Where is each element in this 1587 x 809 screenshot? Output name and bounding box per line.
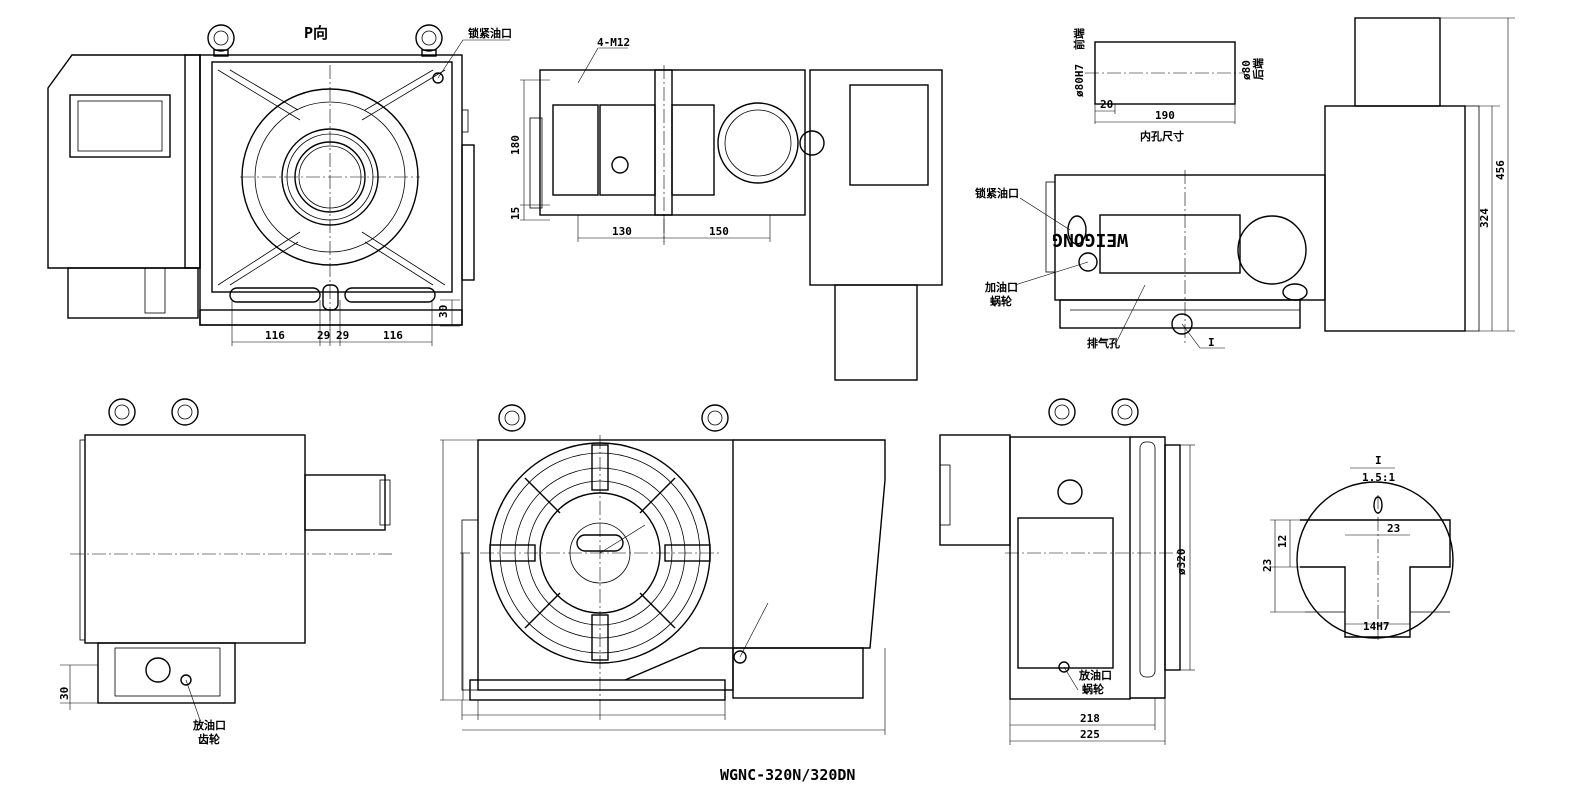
bore-dia-front: ø80H7	[1073, 64, 1086, 97]
dim-dia-320: ø320	[1175, 549, 1188, 576]
detail-dim-12: 12	[1276, 535, 1289, 548]
dim-29-left: 29	[317, 329, 330, 342]
view-top-right: WEIGONG 锁紧油口 加油口 蜗轮 排气孔 I 456 324	[975, 17, 1515, 350]
bore-detail: 前端 ø80H7 ø80 后端 20 190 内孔尺寸	[1072, 28, 1265, 143]
dim-29-right: 29	[336, 329, 349, 342]
dim-218: 218	[1080, 712, 1100, 725]
detail-i: I 1.5:1 23 12 23 14H7	[1261, 454, 1454, 640]
brand-mirrored: WEIGONG	[1052, 229, 1128, 250]
drawing-title: WGNC-320N/320DN	[720, 766, 855, 784]
detail-i-scale: 1.5:1	[1362, 471, 1395, 484]
dim-15: 15	[509, 207, 522, 220]
detail-dim-23-top: 23	[1387, 522, 1400, 535]
dim-116-right: 116	[383, 329, 403, 342]
dim-456: 456	[1494, 160, 1507, 180]
view-top-left: P向 锁紧油口 116 29 29 116 30	[47, 24, 512, 346]
lock-oil-port-callout-right: 锁紧油口	[975, 186, 1019, 200]
detail-dim-14h7: 14H7	[1363, 620, 1390, 633]
holes-4-m12-callout: 4-M12	[597, 36, 630, 49]
detail-i-label: I	[1375, 454, 1382, 467]
view-bottom-left: 30 放油口 齿轮	[58, 398, 395, 746]
dim-130: 130	[612, 225, 632, 238]
lock-oil-port-callout: 锁紧油口	[468, 26, 512, 40]
dim-20: 20	[1100, 98, 1113, 111]
dim-225: 225	[1080, 728, 1100, 741]
dim-150: 150	[709, 225, 729, 238]
view-bottom-right: ø320 218 225 放油口 蜗轮	[939, 398, 1195, 745]
dim-324: 324	[1478, 208, 1491, 228]
front-end-label: 前端	[1072, 28, 1086, 50]
drain-port-callout-right: 放油口	[1078, 668, 1112, 682]
worm-gear-callout-bottom: 蜗轮	[1082, 682, 1104, 696]
worm-gear-callout-right: 蜗轮	[990, 294, 1012, 308]
dim-190: 190	[1155, 109, 1175, 122]
bore-dia-rear: ø80	[1240, 60, 1253, 80]
detail-dim-23-side: 23	[1261, 559, 1274, 572]
p-view-label: P向	[304, 24, 328, 42]
rear-end-label: 后端	[1251, 58, 1265, 80]
detail-i-callout: I	[1208, 336, 1215, 349]
view-bottom-middle	[440, 404, 886, 735]
fill-port-callout-right: 加油口	[984, 280, 1018, 294]
dim-180: 180	[509, 135, 522, 155]
dim-30: 30	[437, 305, 450, 318]
bore-caption: 内孔尺寸	[1140, 129, 1184, 143]
dim-116-left: 116	[265, 329, 285, 342]
vent-callout: 排气孔	[1087, 336, 1120, 350]
dim-30-bottom: 30	[58, 687, 71, 700]
drain-port-callout-left: 放油口	[192, 718, 226, 732]
gear-callout-left: 齿轮	[198, 732, 220, 746]
view-top-middle: 4-M12 180 15 130 150	[509, 36, 943, 381]
